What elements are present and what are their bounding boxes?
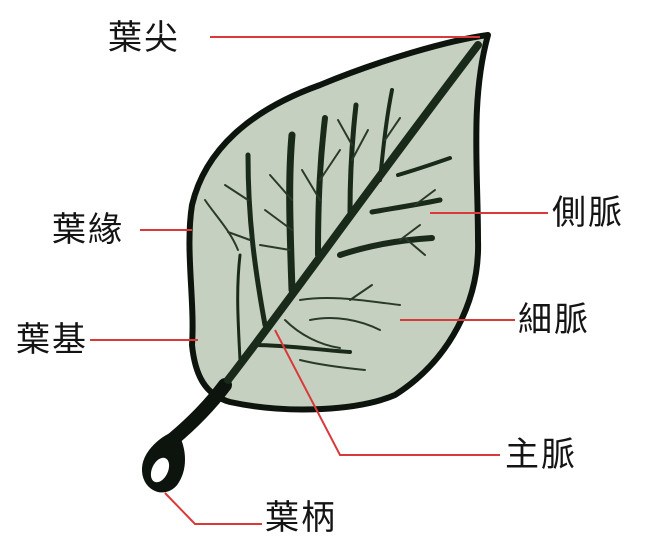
label-lateral-vein: 側脈 [552, 193, 624, 233]
label-petiole: 葉柄 [265, 498, 337, 538]
label-base: 葉基 [16, 320, 88, 360]
label-margin: 葉緣 [52, 210, 124, 250]
label-tip: 葉尖 [108, 18, 180, 58]
label-main-vein: 主脈 [505, 435, 577, 475]
label-fine-vein: 細脈 [518, 300, 590, 340]
petiole-stem [172, 385, 225, 440]
leader-line-petiole [165, 493, 262, 524]
lateral-vein [290, 135, 292, 290]
